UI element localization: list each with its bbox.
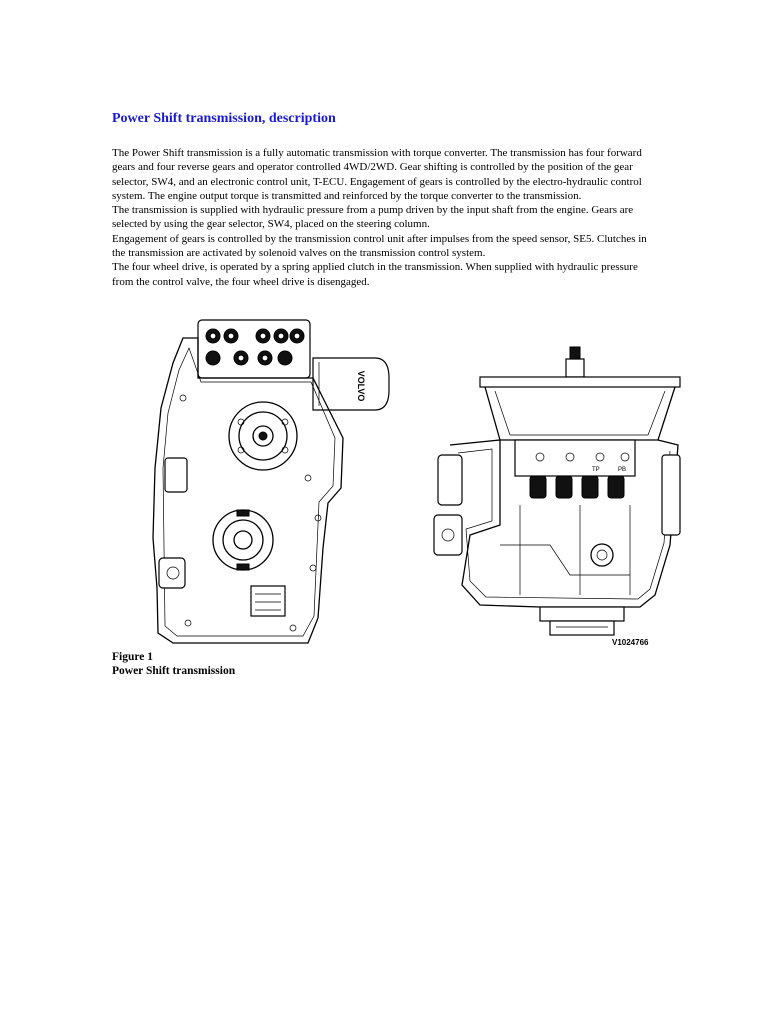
paragraph: The four wheel drive, is operated by a s… (112, 261, 638, 288)
paragraph: The Power Shift transmission is a fully … (112, 147, 642, 202)
transmission-side-view-drawing: TP PB (433, 346, 681, 636)
figure-code: V1024766 (612, 638, 649, 647)
figure-caption: Figure 1 Power Shift transmission (112, 650, 235, 678)
oil-filter: VOLVO (312, 357, 390, 411)
input-shaft (565, 346, 585, 378)
upper-bearing (228, 401, 298, 471)
solenoid-row (529, 475, 625, 499)
housing-bolts (179, 394, 322, 632)
transmission-front-view-drawing: VOLVO (152, 319, 390, 644)
output-shaft (539, 606, 625, 636)
description-text: The Power Shift transmission is a fully … (112, 146, 657, 289)
paragraph: The transmission is supplied with hydrau… (112, 204, 634, 231)
paragraph: Engagement of gears is controlled by the… (112, 232, 647, 260)
figure-title: Power Shift transmission (112, 665, 236, 677)
output-flange (212, 509, 274, 571)
figure-label: Figure 1 (112, 651, 153, 663)
valve-solenoids (205, 328, 305, 366)
valve-label-pb: PB (618, 467, 626, 473)
filter-label: VOLVO (356, 371, 366, 402)
valve-label-tp: TP (592, 467, 600, 473)
control-valve-block: TP PB (514, 439, 636, 477)
page-title: Power Shift transmission, description (112, 111, 336, 126)
